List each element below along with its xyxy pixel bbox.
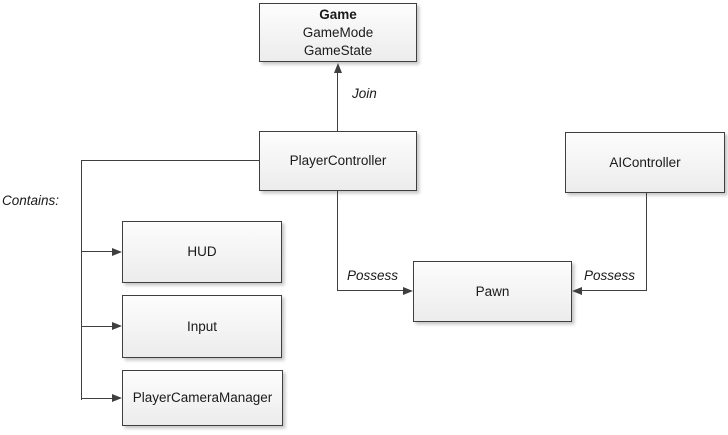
contains-hud-branch-line (81, 251, 113, 253)
ai-controller-label: AIController (609, 154, 681, 170)
hud-box: HUD (122, 221, 282, 283)
game-box-gamemode-label: GameMode (302, 24, 374, 40)
input-label: Input (186, 318, 218, 334)
ai-possess-edge-label: Possess (584, 268, 636, 283)
contains-input-arrowhead-icon (112, 322, 122, 330)
join-connector-line (337, 70, 339, 131)
contains-input-branch-line (81, 326, 113, 328)
player-controller-label: PlayerController (289, 153, 387, 168)
game-box-gamestate-label: GameState (303, 42, 373, 58)
ai-possess-vertical-line (646, 193, 648, 291)
player-camera-manager-box: PlayerCameraManager (122, 370, 283, 426)
contains-top-line (81, 160, 260, 162)
ai-possess-horizontal-line (582, 290, 647, 292)
contains-hud-arrowhead-icon (112, 248, 122, 256)
contains-camera-branch-line (81, 398, 113, 400)
ai-controller-box: AIController (565, 132, 725, 193)
pawn-box: Pawn (413, 261, 572, 322)
pawn-label: Pawn (475, 283, 510, 299)
game-box: Game GameMode GameState (259, 3, 417, 62)
input-box: Input (122, 295, 282, 358)
join-arrowhead-up-icon (334, 63, 342, 73)
player-possess-arrowhead-icon (403, 287, 413, 295)
contains-annotation-label: Contains: (2, 193, 60, 208)
player-controller-box: PlayerController (259, 131, 417, 191)
player-possess-vertical-line (337, 191, 339, 291)
ai-possess-arrowhead-icon (572, 287, 582, 295)
join-edge-label: Join (352, 86, 377, 101)
player-camera-manager-label: PlayerCameraManager (132, 390, 273, 405)
hud-label: HUD (187, 244, 217, 259)
contains-camera-arrowhead-icon (112, 394, 122, 402)
player-possess-edge-label: Possess (347, 268, 399, 283)
game-box-title: Game (319, 6, 357, 22)
contains-trunk-line (81, 160, 83, 400)
player-possess-horizontal-line (337, 290, 404, 292)
